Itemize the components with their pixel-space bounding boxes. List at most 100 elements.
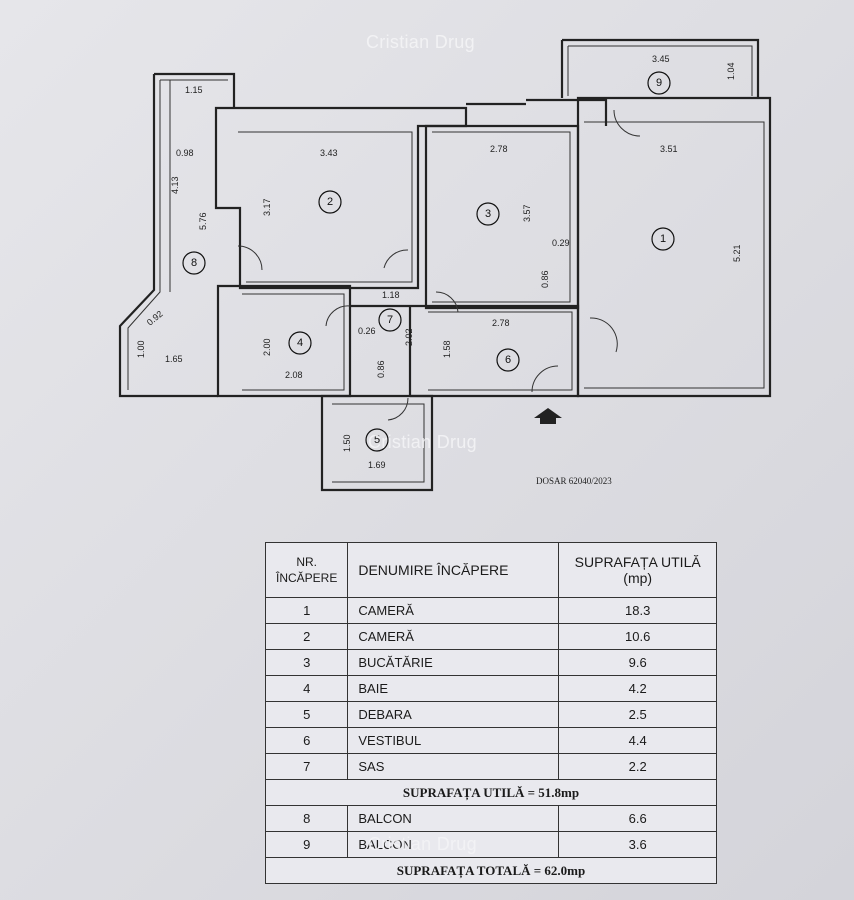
cell-nr: 7 — [264, 753, 349, 780]
header-area: SUPRAFAȚA UTILĂ (mp) — [558, 542, 717, 598]
cell-name: BAIE — [347, 675, 560, 702]
header-name: DENUMIRE ÎNCĂPERE — [347, 542, 560, 598]
dim-label: 2.08 — [285, 370, 303, 380]
table-header-row: NR. ÎNCĂPERE DENUMIRE ÎNCĂPERE SUPRAFAȚA… — [264, 542, 717, 598]
cell-area: 4.4 — [558, 727, 717, 754]
cell-name: SAS — [347, 753, 560, 780]
svg-text:1: 1 — [660, 233, 666, 245]
cell-nr: 9 — [264, 831, 349, 858]
cell-nr: 6 — [264, 727, 349, 754]
cell-area: 6.6 — [558, 805, 717, 832]
watermark: Cristian Drug — [368, 432, 477, 452]
dim-label: 1.15 — [185, 85, 203, 95]
dim-label: 0.29 — [552, 238, 570, 248]
room-marker: 6 — [496, 348, 520, 372]
dim-label: 1.69 — [368, 460, 386, 470]
svg-text:7: 7 — [387, 314, 393, 326]
dim-label: 1.58 — [442, 340, 452, 358]
room-marker: 2 — [318, 190, 342, 214]
cell-area: 3.6 — [558, 831, 717, 858]
dim-label: 3.57 — [522, 204, 532, 222]
watermark: Cristian Drug — [366, 32, 475, 52]
svg-text:6: 6 — [505, 354, 511, 366]
cell-name: CAMERĂ — [347, 623, 560, 650]
dim-label: 3.51 — [660, 144, 678, 154]
cell-area: 4.2 — [558, 675, 717, 702]
dim-label: 0.86 — [376, 360, 386, 378]
cell-name: CAMERĂ — [347, 597, 560, 624]
cell-area: 2.2 — [558, 753, 717, 780]
cell-nr: 3 — [264, 649, 349, 676]
header-area-line: (mp) — [623, 570, 653, 586]
cell-nr: 8 — [264, 805, 349, 832]
dim-label: 1.65 — [165, 354, 183, 364]
floor-plan: 1.15 0.98 4.13 5.76 3.43 3.17 2.78 3.57 … — [118, 38, 772, 492]
svg-text:5: 5 — [374, 434, 380, 446]
cell-name: DEBARA — [347, 701, 560, 728]
header-area-line: SUPRAFAȚA UTILĂ — [574, 554, 701, 570]
dim-label: 2.00 — [262, 338, 272, 356]
room-marker: 3 — [476, 202, 500, 226]
dim-label: 1.00 — [136, 340, 146, 358]
dim-label: 0.98 — [176, 148, 194, 158]
room-numbers: 1 2 3 4 5 6 7 8 9 — [182, 71, 675, 452]
room-marker: 1 — [651, 227, 675, 251]
cell-area: 2.5 — [558, 701, 717, 728]
dim-label: 1.50 — [342, 434, 352, 452]
area-table-grid: NR. ÎNCĂPERE DENUMIRE ÎNCĂPERE SUPRAFAȚA… — [264, 542, 717, 884]
room-marker: 7 — [378, 308, 402, 332]
cell-name: BUCĂTĂRIE — [347, 649, 560, 676]
total-cell: SUPRAFAȚA TOTALĂ = 62.0mp — [265, 857, 717, 884]
cell-area: 10.6 — [558, 623, 717, 650]
dim-label: 5.21 — [732, 244, 742, 262]
cell-nr: 4 — [264, 675, 349, 702]
svg-text:9: 9 — [656, 77, 662, 89]
cell-area: 18.3 — [558, 597, 717, 624]
dim-label: 4.13 — [170, 176, 180, 194]
subtotal-cell: SUPRAFAȚA UTILĂ = 51.8mp — [265, 779, 717, 806]
dim-label: 2.02 — [404, 328, 414, 346]
dim-label: 3.45 — [652, 54, 670, 64]
svg-text:2: 2 — [327, 196, 333, 208]
dim-label: 1.04 — [726, 62, 736, 80]
header-nr: NR. ÎNCĂPERE — [264, 542, 349, 598]
subtotal-row: SUPRAFAȚA UTILĂ = 51.8mp — [265, 779, 717, 806]
room-marker: 8 — [182, 251, 206, 275]
cell-nr: 2 — [264, 623, 349, 650]
cell-name: BALCON — [347, 805, 560, 832]
total-row: SUPRAFAȚA TOTALĂ = 62.0mp — [265, 857, 717, 884]
dim-label: 1.18 — [382, 290, 400, 300]
room-marker: 9 — [647, 71, 671, 95]
dim-label: 2.78 — [490, 144, 508, 154]
header-nr-line: ÎNCĂPERE — [276, 571, 338, 585]
cell-nr: 5 — [264, 701, 349, 728]
dosar-label: DOSAR 62040/2023 — [536, 476, 612, 486]
dim-label: 0.26 — [358, 326, 376, 336]
walls — [118, 38, 772, 492]
watermark: Cristian Drug — [368, 834, 477, 854]
dim-label: 5.76 — [198, 212, 208, 230]
svg-text:8: 8 — [191, 257, 197, 269]
svg-text:4: 4 — [297, 337, 303, 349]
room-marker: 4 — [288, 331, 312, 355]
dim-label: 0.92 — [145, 309, 165, 328]
cell-area: 9.6 — [558, 649, 717, 676]
room-marker: 5 — [365, 428, 389, 452]
dim-label: 2.78 — [492, 318, 510, 328]
header-nr-line: NR. — [296, 555, 318, 569]
dimension-labels: 1.15 0.98 4.13 5.76 3.43 3.17 2.78 3.57 … — [136, 54, 742, 470]
cell-name: VESTIBUL — [347, 727, 560, 754]
svg-text:3: 3 — [485, 208, 491, 220]
cell-nr: 1 — [264, 597, 349, 624]
dim-label: 3.43 — [320, 148, 338, 158]
dim-label: 0.86 — [540, 270, 550, 288]
